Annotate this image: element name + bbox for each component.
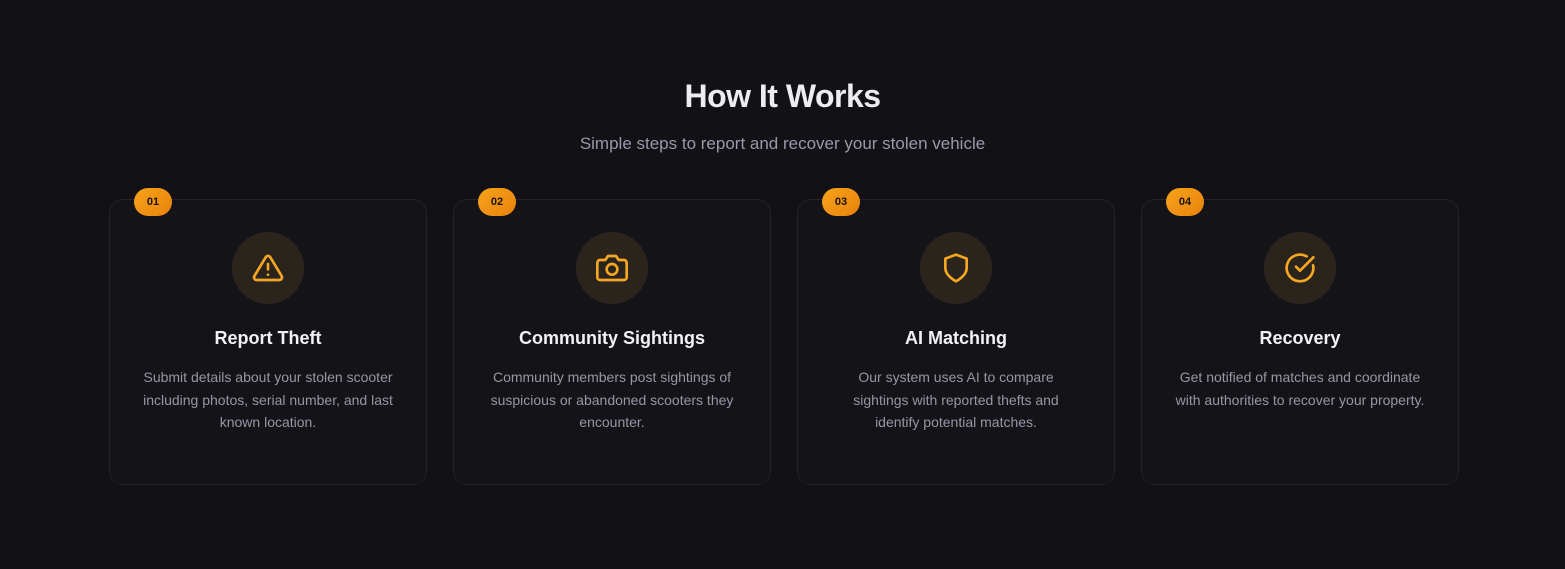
shield-icon (920, 232, 992, 304)
section-title: How It Works (684, 78, 881, 114)
step-title: Recovery (1259, 328, 1341, 348)
warning-triangle-icon (232, 232, 304, 304)
section-subtitle: Simple steps to report and recover your … (579, 134, 986, 153)
step-number-badge: 01 (134, 188, 172, 216)
step-card-report-theft: 01 Report Theft Submit details about you… (109, 188, 427, 485)
step-title: AI Matching (905, 328, 1007, 348)
step-title: Report Theft (214, 328, 322, 348)
step-card-recovery: 04 Recovery Get notified of matches and … (1141, 188, 1459, 485)
step-card-community-sightings: 02 Community Sightings Community members… (453, 188, 771, 485)
step-card-ai-matching: 03 AI Matching Our system uses AI to com… (797, 188, 1115, 485)
step-description: Submit details about your stolen scooter… (143, 369, 393, 430)
step-number-badge: 04 (1166, 188, 1204, 216)
step-number-badge: 03 (822, 188, 860, 216)
step-description: Our system uses AI to compare sightings … (853, 369, 1059, 430)
step-description: Community members post sightings of susp… (490, 369, 734, 430)
step-title: Community Sightings (519, 328, 705, 348)
check-circle-icon (1264, 232, 1336, 304)
step-number-badge: 02 (478, 188, 516, 216)
camera-icon (576, 232, 648, 304)
step-description: Get notified of matches and coordinate w… (1175, 369, 1425, 408)
